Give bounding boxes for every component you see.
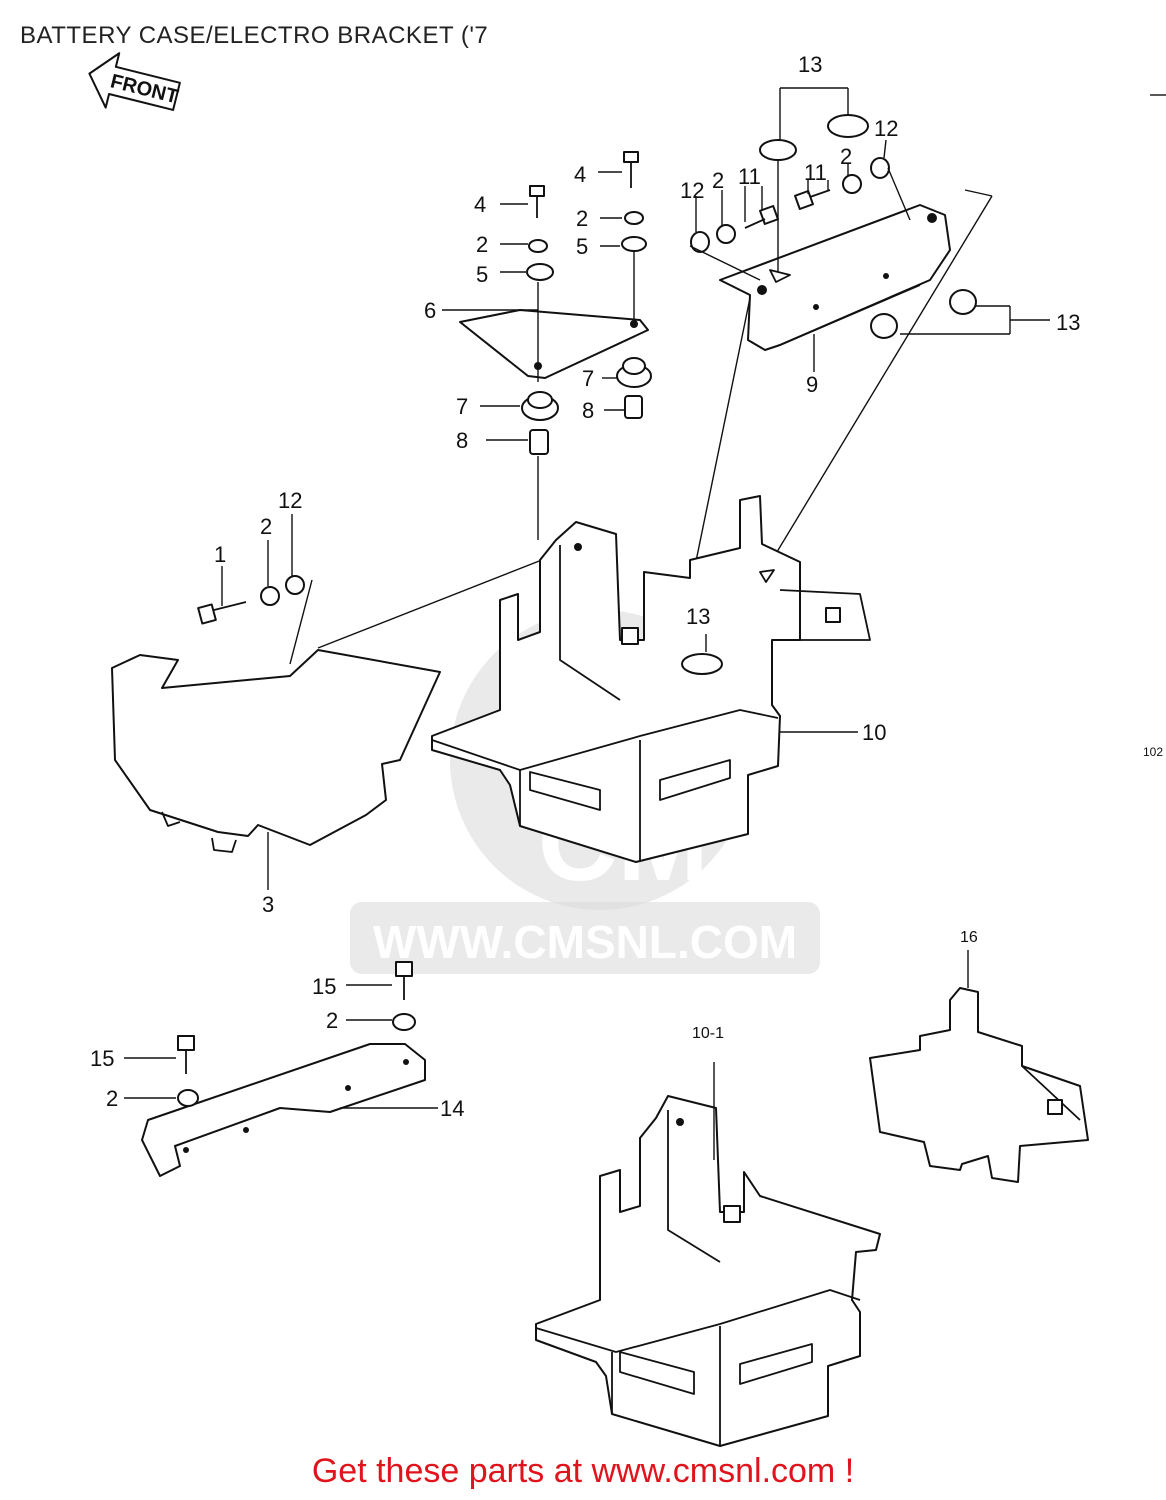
- side-code: 102: [1143, 745, 1163, 759]
- callout-5-left: 5: [476, 262, 488, 287]
- damper-7a-icon: [521, 391, 559, 421]
- bolt-1-icon: [197, 601, 247, 625]
- part-10-battery-case: [431, 495, 871, 863]
- washer-12a-icon: [690, 231, 710, 253]
- nut-2a-icon: [528, 239, 548, 253]
- callout-2-left: 2: [476, 232, 488, 257]
- nut-2c-icon: [716, 224, 736, 244]
- callout-4-left: 4: [474, 192, 486, 217]
- callout-15-lower: 15: [90, 1046, 114, 1071]
- bolt-4b-icon: [623, 151, 639, 188]
- washer-5b-icon: [621, 236, 647, 252]
- callout-8-left: 8: [456, 428, 468, 453]
- callout-12-top-mid: 12: [680, 178, 704, 203]
- nut-2d-icon: [842, 174, 862, 194]
- page-title: BATTERY CASE/ELECTRO BRACKET ('7: [20, 22, 489, 49]
- nut-2f-icon: [392, 1013, 416, 1031]
- part-9-bracket: [719, 204, 951, 351]
- bolt-4a-icon: [529, 185, 545, 218]
- grommet-13b-icon: [827, 114, 869, 138]
- callout-labels: 13 12 2 11 11 2 12 4 2 5 4 2 5 6 13 9 7 …: [90, 52, 1080, 1121]
- front-arrow-icon: FRONT: [88, 52, 181, 111]
- washer-12b-icon: [870, 157, 890, 179]
- callout-2-stay-upper: 2: [326, 1008, 338, 1033]
- part-6-plate: [459, 309, 649, 379]
- bolt-11a-icon: [744, 205, 779, 229]
- nut-2b-icon: [624, 211, 644, 225]
- callout-5-upper: 5: [576, 234, 588, 259]
- promo-link[interactable]: Get these parts at www.cmsnl.com !: [311, 1452, 855, 1490]
- callout-1: 1: [214, 542, 226, 567]
- callout-2-top-right: 2: [840, 144, 852, 169]
- callout-11-left: 11: [738, 164, 761, 189]
- grommet-13a-icon: [759, 139, 797, 161]
- callout-7-left: 7: [456, 394, 468, 419]
- callout-13-mid: 13: [686, 604, 710, 629]
- bolt-15b-icon: [177, 1035, 195, 1074]
- callout-8-right: 8: [582, 398, 594, 423]
- callout-7-right: 7: [582, 366, 594, 391]
- part-10-1-battery-case: [535, 1095, 881, 1447]
- leader-lines: [124, 87, 1050, 1099]
- part-14-stay: [141, 1043, 426, 1177]
- grommet-13e-icon: [681, 653, 723, 675]
- callout-4-upper: 4: [574, 162, 586, 187]
- watermark-url: WWW.CMSNL.COM: [373, 916, 797, 968]
- washer-12c-icon: [285, 575, 305, 595]
- callout-2-cover: 2: [260, 514, 272, 539]
- callout-16: 16: [960, 929, 978, 946]
- collar-8b-icon: [624, 395, 643, 419]
- callout-12-left: 12: [278, 488, 302, 513]
- callout-9: 9: [806, 372, 818, 397]
- damper-7b-icon: [616, 357, 652, 388]
- grommet-13c-icon: [949, 289, 977, 315]
- part-16-plate: [869, 987, 1089, 1183]
- callout-6: 6: [424, 298, 436, 323]
- callout-10-1: 10-1: [692, 1025, 724, 1042]
- callout-14: 14: [440, 1096, 464, 1121]
- callout-2-stay-lower: 2: [106, 1086, 118, 1111]
- nut-2e-icon: [260, 586, 280, 606]
- callout-3: 3: [262, 892, 274, 917]
- callout-13-right: 13: [1056, 310, 1080, 335]
- washer-5a-icon: [526, 263, 554, 281]
- callout-13-top: 13: [798, 52, 822, 77]
- callout-10: 10: [862, 720, 886, 745]
- callout-15-upper: 15: [312, 974, 336, 999]
- grommet-13d-icon: [870, 313, 898, 339]
- callout-11-right: 11: [804, 160, 827, 185]
- callout-12-top-right: 12: [874, 116, 898, 141]
- callout-2-upper: 2: [576, 206, 588, 231]
- part-3-cover: [111, 649, 441, 853]
- callout-2-top-mid: 2: [712, 168, 724, 193]
- nut-2g-icon: [177, 1089, 199, 1107]
- collar-8a-icon: [529, 429, 549, 455]
- bolt-15a-icon: [395, 961, 413, 1000]
- bolt-11b-icon: [794, 189, 831, 210]
